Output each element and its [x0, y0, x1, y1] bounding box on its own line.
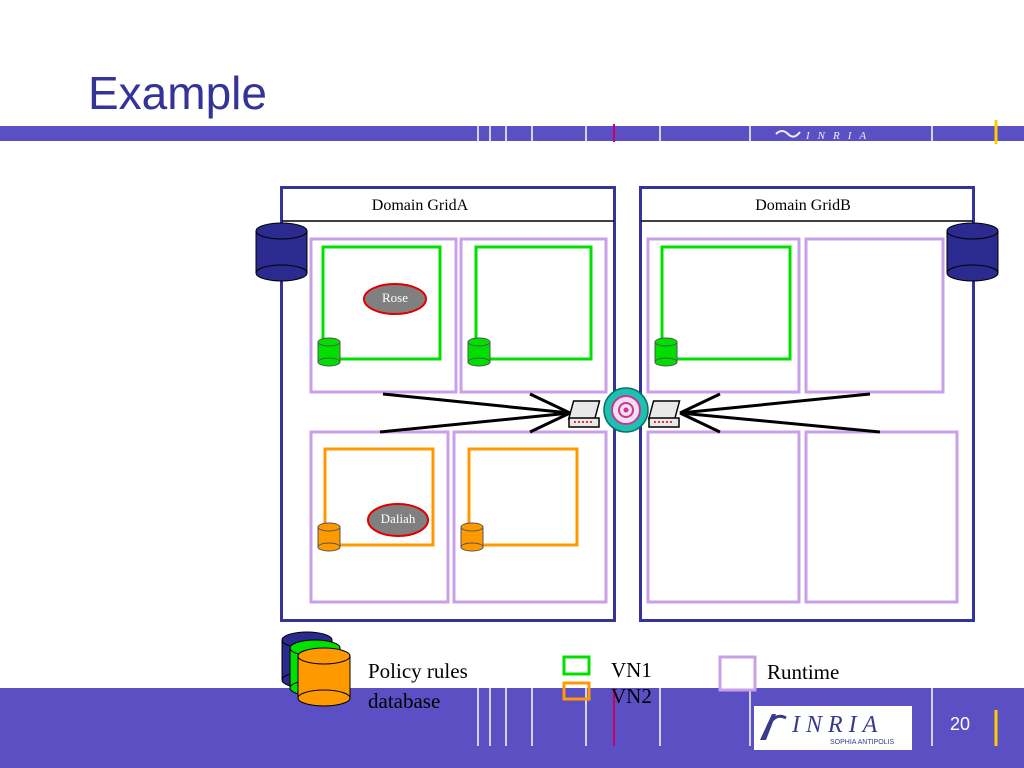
legend-policy-label-line2: database	[368, 689, 441, 713]
vn2-box-a4	[467, 447, 579, 547]
legend-vn1-swatch	[562, 655, 591, 676]
gateway-computer-icon	[647, 400, 681, 428]
runtime-a2	[459, 237, 608, 394]
runtime-a4	[452, 430, 608, 604]
vn1-db-icon	[317, 337, 341, 367]
node-rose	[363, 283, 427, 315]
domain-b-database-icon	[946, 222, 999, 282]
runtime-b4	[804, 430, 959, 604]
slide-title: Example	[88, 67, 267, 119]
svg-text:INRIA: INRIA	[805, 130, 874, 142]
inria-logo-mark	[760, 714, 787, 740]
header-band-decoration: INRIA	[477, 120, 998, 144]
runtime-a1	[309, 237, 458, 394]
network-globe-icon	[603, 387, 649, 433]
header-band	[0, 126, 1024, 141]
vn2-box-a3	[323, 447, 435, 547]
legend-vn2-swatch	[562, 681, 591, 701]
connection-lines	[379, 392, 881, 434]
legend-policy-database-icon	[281, 631, 351, 707]
domain-a-database-icon	[255, 222, 308, 282]
vn1-db-icon	[654, 337, 678, 367]
gateway-computer-icon	[567, 400, 601, 428]
domain-a-label: Domain GridA	[371, 197, 469, 214]
vn2-db-icon	[317, 522, 341, 552]
vn2-db-icon	[460, 522, 484, 552]
domain-b-label: Domain GridB	[755, 197, 851, 214]
inria-logo: INRIA SOPHIA ANTIPOLIS	[754, 706, 912, 750]
runtime-b3	[646, 430, 801, 604]
inria-logo-subtitle: SOPHIA ANTIPOLIS	[830, 739, 895, 746]
node-daliah-label: Daliah	[380, 511, 416, 526]
legend-vn2-label: VN2	[611, 684, 652, 708]
runtime-b2	[804, 237, 945, 394]
vn1-db-icon	[467, 337, 491, 367]
legend-policy-label-line1: Policy rules	[368, 659, 468, 683]
runtime-a3	[309, 430, 450, 604]
inria-logo-text: INRIA	[792, 712, 884, 738]
legend-runtime-swatch	[718, 655, 757, 692]
legend-vn1-label: VN1	[611, 658, 652, 682]
vn1-box-b1	[660, 245, 792, 361]
slide-number: 20	[950, 714, 971, 734]
small-inria-logo: INRIA	[775, 130, 874, 142]
node-daliah	[367, 503, 429, 537]
legend-runtime-label: Runtime	[767, 660, 840, 684]
runtime-b1	[646, 237, 801, 394]
node-rose-label: Rose	[382, 290, 408, 305]
vn1-box-a2	[474, 245, 593, 361]
vn1-box-a1	[321, 245, 442, 361]
